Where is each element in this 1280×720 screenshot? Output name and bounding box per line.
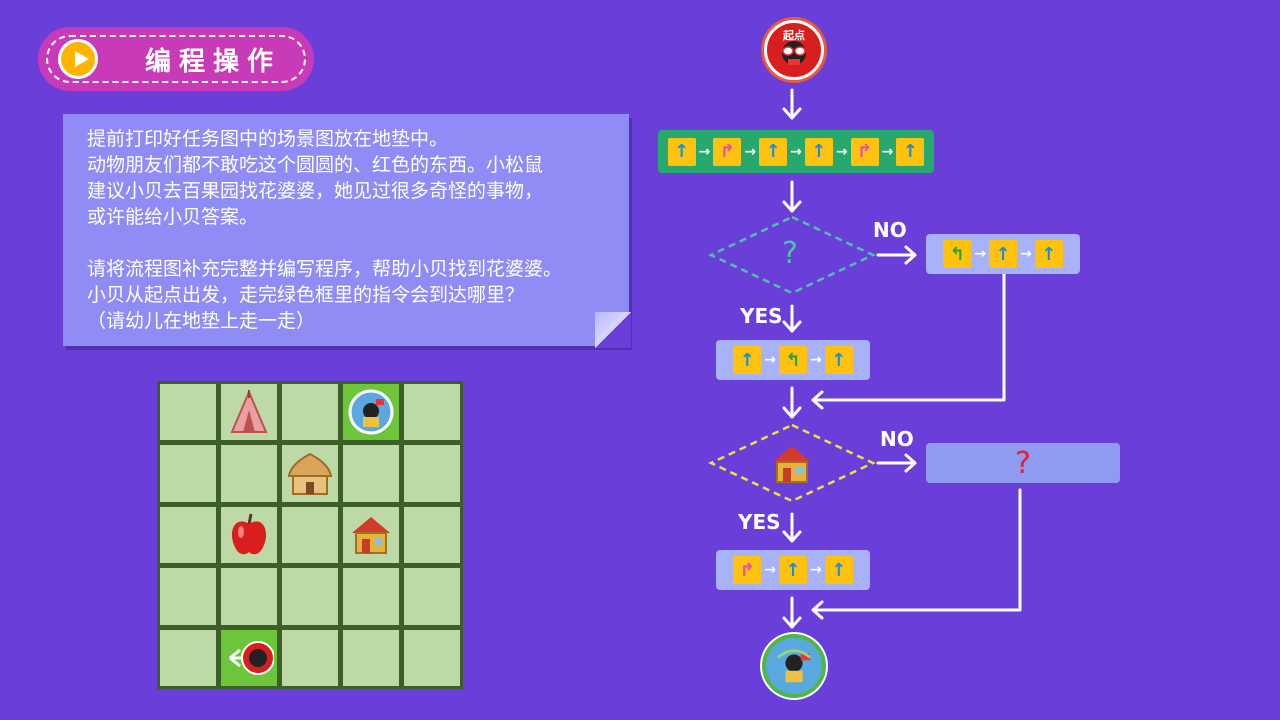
decision-1-question: ?: [782, 236, 798, 271]
no-label-1: NO: [873, 218, 907, 242]
grid-cell[interactable]: [282, 384, 338, 441]
grid-cell-start[interactable]: [221, 629, 277, 686]
start-character-icon: [782, 41, 806, 65]
play-icon[interactable]: [58, 39, 98, 79]
grid-cell[interactable]: [160, 445, 216, 502]
grid-cell[interactable]: [160, 384, 216, 441]
page-title: 编程操作: [144, 47, 281, 77]
turn-left-icon[interactable]: ↰: [943, 240, 972, 268]
up-arrow-icon[interactable]: ↑: [989, 240, 1017, 268]
grid-cell[interactable]: [160, 568, 216, 625]
grid-cell[interactable]: [404, 506, 460, 564]
flow-arrow-icon: →: [881, 143, 894, 160]
instruction-text: 提前打印好任务图中的场景图放在地垫中。 动物朋友们都不敢吃这个圆圆的、红色的东西…: [87, 126, 617, 334]
flow-arrow-icon: →: [790, 143, 802, 160]
instruction-line: 动物朋友们都不敢吃这个圆圆的、红色的东西。小松鼠: [87, 154, 544, 176]
up-arrow-icon[interactable]: ↑: [733, 346, 762, 374]
instruction-card: 提前打印好任务图中的场景图放在地垫中。 动物朋友们都不敢吃这个圆圆的、红色的东西…: [63, 114, 631, 348]
no-command-block-2[interactable]: ?: [926, 443, 1120, 483]
grid-cell-destination[interactable]: [343, 384, 399, 441]
turn-right-icon[interactable]: ↱: [713, 137, 742, 166]
instruction-line: 或许能给小贝答案。: [87, 206, 259, 228]
up-arrow-icon[interactable]: ↑: [824, 556, 853, 584]
flow-arrow-icon: →: [698, 143, 711, 160]
grid-cell[interactable]: [404, 384, 460, 441]
end-node[interactable]: [762, 634, 826, 698]
flow-arrow-icon: →: [744, 143, 757, 160]
instruction-line: 请将流程图补充完整并编写程序，帮助小贝找到花婆婆。: [87, 258, 563, 280]
grid-cell[interactable]: [221, 568, 277, 625]
grid-cell[interactable]: [221, 445, 277, 502]
turn-right-icon[interactable]: ↱: [733, 556, 762, 584]
house-icon: [773, 446, 811, 483]
grid-cell-hut[interactable]: [282, 445, 338, 502]
up-arrow-icon[interactable]: ↑: [759, 137, 788, 166]
end-character-icon: [776, 649, 812, 683]
up-arrow-icon[interactable]: ↑: [1034, 240, 1063, 268]
grid-cell[interactable]: [160, 629, 216, 686]
up-arrow-icon[interactable]: ↑: [779, 556, 807, 584]
hut-icon: [287, 452, 333, 495]
grid-cell[interactable]: [282, 506, 338, 564]
grid-cell[interactable]: [343, 568, 399, 625]
grid-cell[interactable]: [282, 568, 338, 625]
grid-cell[interactable]: [343, 445, 399, 502]
up-arrow-icon[interactable]: ↑: [896, 137, 925, 166]
grid-cell[interactable]: [404, 568, 460, 625]
flow-arrow-icon: →: [835, 143, 848, 160]
flow-arrow-icon: →: [974, 246, 986, 262]
start-marker-icon: [229, 640, 274, 675]
house-icon: [352, 516, 390, 554]
turn-left-icon[interactable]: ↰: [779, 346, 807, 374]
destination-badge-icon: [348, 389, 394, 435]
grid-cell[interactable]: [282, 629, 338, 686]
grid-cell-apple[interactable]: [221, 506, 277, 564]
start-label: 起点: [783, 29, 805, 42]
title-pill: 编程操作: [38, 27, 314, 91]
start-node[interactable]: 起点: [764, 20, 824, 80]
title-dashed-border: [46, 35, 306, 83]
grid-cell-tent[interactable]: [221, 384, 277, 441]
no-label-2: NO: [880, 427, 914, 451]
instruction-line: （请幼儿在地垫上走一走）: [87, 310, 316, 332]
instruction-line: 提前打印好任务图中的场景图放在地垫中。: [87, 128, 449, 150]
instruction-line: 建议小贝去百果园找花婆婆，她见过很多奇怪的事物，: [87, 180, 544, 202]
turn-right-icon[interactable]: ↱: [850, 137, 879, 166]
unknown-command-question: ?: [1015, 445, 1031, 481]
instruction-line: 小贝从起点出发，走完绿色框里的指令会到达哪里？: [87, 284, 525, 306]
yes-label-1: YES: [740, 304, 783, 328]
no-command-block-1[interactable]: ↰ → ↑ → ↑: [926, 234, 1080, 274]
grid-cell[interactable]: [404, 445, 460, 502]
up-arrow-icon[interactable]: ↑: [824, 346, 853, 374]
grid-cell-house[interactable]: [343, 506, 399, 564]
grid-cell[interactable]: [160, 506, 216, 564]
start-command-block[interactable]: ↑ → ↱ → ↑ → ↑ → ↱ → ↑: [658, 130, 934, 173]
apple-icon: [231, 513, 267, 555]
scene-grid: [157, 381, 463, 689]
flow-arrow-icon: →: [1020, 246, 1032, 262]
flow-arrow-icon: →: [764, 352, 776, 368]
tent-icon: [230, 390, 268, 434]
up-arrow-icon[interactable]: ↑: [667, 137, 696, 166]
up-arrow-icon[interactable]: ↑: [804, 137, 833, 166]
flow-arrow-icon: →: [810, 562, 822, 578]
grid-cell[interactable]: [343, 629, 399, 686]
yes-label-2: YES: [738, 510, 781, 534]
flow-arrow-icon: →: [810, 352, 822, 368]
grid-cell[interactable]: [404, 629, 460, 686]
yes-command-block-2[interactable]: ↱ → ↑ → ↑: [716, 550, 870, 590]
page-fold-corner: [595, 312, 631, 348]
flow-arrow-icon: →: [764, 562, 776, 578]
yes-command-block-1[interactable]: ↑ → ↰ → ↑: [716, 340, 870, 380]
